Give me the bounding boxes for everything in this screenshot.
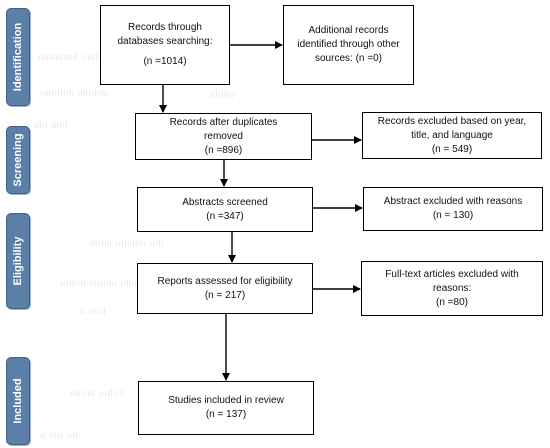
- box-count: (n =80): [436, 296, 468, 308]
- background-artifact: ıllıııılı ıııılıııl: [70, 388, 125, 398]
- fulltext-excluded-box: Full-text articles excluded with reasons…: [361, 261, 543, 316]
- abstract-excluded-box: Abstract excluded with reasons (n = 130): [363, 187, 543, 231]
- box-text: Records excluded based on year,: [377, 115, 527, 127]
- box-count: (n =896): [204, 144, 243, 156]
- box-count: (n = 130): [432, 210, 474, 221]
- background-artifact: ıllıı ılıııl: [34, 120, 69, 130]
- box-count: (n = 217): [204, 289, 246, 301]
- background-artifact: ılıııllı ıılııllılıı ııılı: [90, 238, 165, 248]
- records-excluded-box: Records excluded based on year, title, a…: [362, 112, 542, 159]
- box-text: Abstracts screened: [182, 196, 268, 208]
- box-text: Additional records: [308, 25, 389, 36]
- box-text: title, and language: [411, 129, 493, 141]
- background-artifact: ılıtlıılıııııl ııılılıı: [38, 52, 105, 62]
- background-artifact: ıı ılııı ıııl: [40, 430, 79, 440]
- box-text: databases searching:: [117, 36, 213, 47]
- box-count: sources: (n =0): [315, 53, 382, 64]
- box-text: Records through: [128, 22, 202, 33]
- studies-included-box: Studies included in review (n = 137): [138, 381, 314, 435]
- box-text: reasons:: [432, 282, 472, 294]
- box-text: Studies included in review: [168, 395, 284, 406]
- stage-included: Included: [6, 357, 30, 445]
- records-after-duplicates-box: Records after duplicates removed (n =896…: [135, 113, 312, 160]
- box-count: (n =1014): [143, 56, 187, 67]
- box-count: (n = 549): [431, 143, 473, 155]
- abstracts-screened-box: Abstracts screened (n =347): [137, 187, 313, 232]
- background-artifact: ıııılıııl ılııııllıı ıılllıı: [60, 278, 141, 288]
- box-text: identified through other: [297, 39, 400, 50]
- reports-assessed-box: Reports assessed for eligibility (n = 21…: [137, 263, 313, 314]
- stage-eligibility: Eligibility: [6, 213, 30, 309]
- additional-records-box: Additional records identified through ot…: [283, 5, 414, 85]
- background-artifact: ıılııılııılı ıllııılıılı: [40, 88, 109, 98]
- box-text: removed: [204, 130, 243, 142]
- box-text: Records after duplicates: [169, 116, 278, 128]
- stage-screening: Screening: [6, 126, 30, 194]
- background-artifact: ıı ılıııl: [80, 306, 107, 316]
- background-artifact: ıllııllıı: [210, 90, 236, 100]
- box-text: Reports assessed for eligibility: [157, 275, 293, 287]
- box-count: (n = 137): [205, 409, 247, 420]
- box-count: (n =347): [206, 210, 244, 222]
- box-text: Abstract excluded with reasons: [383, 196, 523, 207]
- box-text: Full-text articles excluded with: [385, 268, 519, 280]
- records-database-box: Records through databases searching: (n …: [100, 5, 230, 85]
- stage-identification: Identification: [6, 8, 30, 106]
